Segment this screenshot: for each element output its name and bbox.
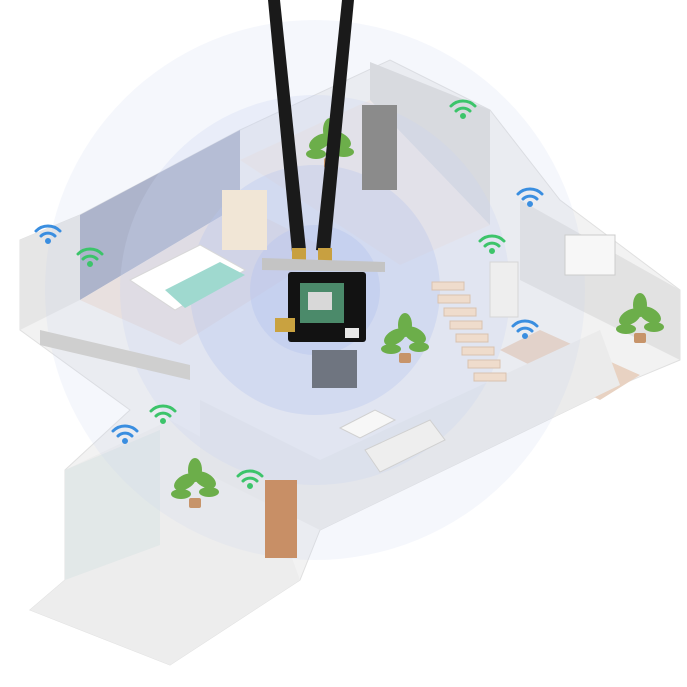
left-wing-wall [20, 215, 80, 330]
bench [40, 330, 190, 380]
wardrobe [222, 190, 267, 250]
sofa [364, 419, 446, 473]
bedroom-back-wall [80, 130, 240, 300]
shelf [362, 105, 397, 190]
tv [312, 350, 357, 388]
bed-blanket [165, 262, 245, 308]
fridge [489, 261, 519, 318]
coffee-table [338, 409, 397, 439]
antenna-icon [268, 0, 306, 252]
right-front-wall [320, 330, 620, 530]
door [265, 480, 297, 558]
wifi-card-icon [262, 0, 385, 342]
kitchen-wall [520, 200, 680, 360]
antenna-icon [316, 0, 354, 252]
bed [129, 244, 247, 311]
card-bracket [262, 258, 385, 272]
glass-wall [65, 430, 160, 580]
stairs [431, 281, 507, 382]
window [564, 234, 616, 276]
